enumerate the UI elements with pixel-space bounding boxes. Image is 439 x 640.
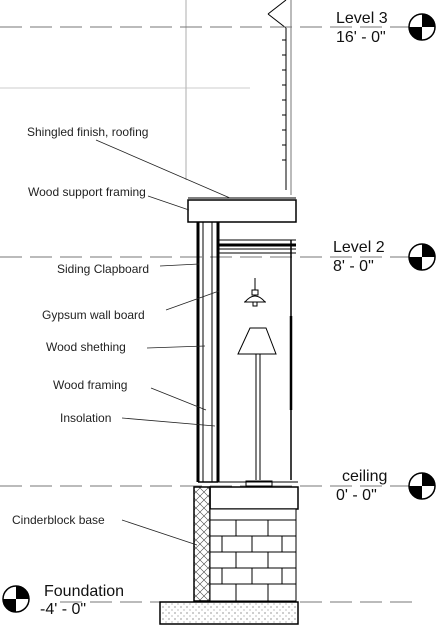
level-2-elevation: 8' - 0": [333, 258, 374, 275]
ceiling-target-icon: [408, 472, 436, 500]
upper-stair-detail: [267, 0, 287, 190]
level-marker-3: Level 3 16' - 0": [336, 10, 436, 46]
level-marker-foundation: Foundation -4' - 0": [2, 583, 124, 618]
note-shething: Wood shething: [46, 340, 126, 354]
roof-slab: [187, 197, 297, 223]
context-lines: [0, 0, 292, 195]
note-wood-framing: Wood framing: [53, 378, 127, 392]
level-marker-2: Level 2 8' - 0": [333, 239, 436, 275]
note-gypsum: Gypsum wall board: [42, 308, 145, 322]
note-siding: Siding Clapboard: [57, 262, 149, 276]
note-support-framing: Wood support framing: [28, 185, 146, 199]
cinderblock-foundation: [193, 486, 297, 602]
floor-framing: [218, 239, 296, 480]
level-3-elevation: 16' - 0": [336, 29, 386, 46]
foundation-target-icon: [2, 585, 30, 613]
foundation-elevation: -4' - 0": [40, 601, 86, 618]
level-2-target-icon: [408, 243, 436, 271]
note-insolation: Insolation: [60, 411, 111, 425]
footing: [159, 601, 299, 625]
pendant-lamp: [243, 278, 267, 307]
wall-assembly: [196, 222, 220, 483]
ceiling-name: ceiling: [342, 468, 387, 485]
level-marker-ceiling: ceiling 0' - 0": [336, 468, 436, 504]
note-roofing: Shingled finish, roofing: [27, 125, 148, 139]
leader-lines: [95, 139, 231, 546]
level-2-name: Level 2: [333, 239, 385, 256]
foundation-name: Foundation: [44, 583, 124, 600]
note-cinderblock: Cinderblock base: [12, 513, 105, 527]
ceiling-elevation: 0' - 0": [336, 487, 377, 504]
note-labels: Shingled finish, roofing Wood support fr…: [12, 125, 149, 527]
level-3-name: Level 3: [336, 10, 388, 27]
level-3-target-icon: [408, 13, 436, 41]
floor-lamp: [237, 327, 277, 487]
